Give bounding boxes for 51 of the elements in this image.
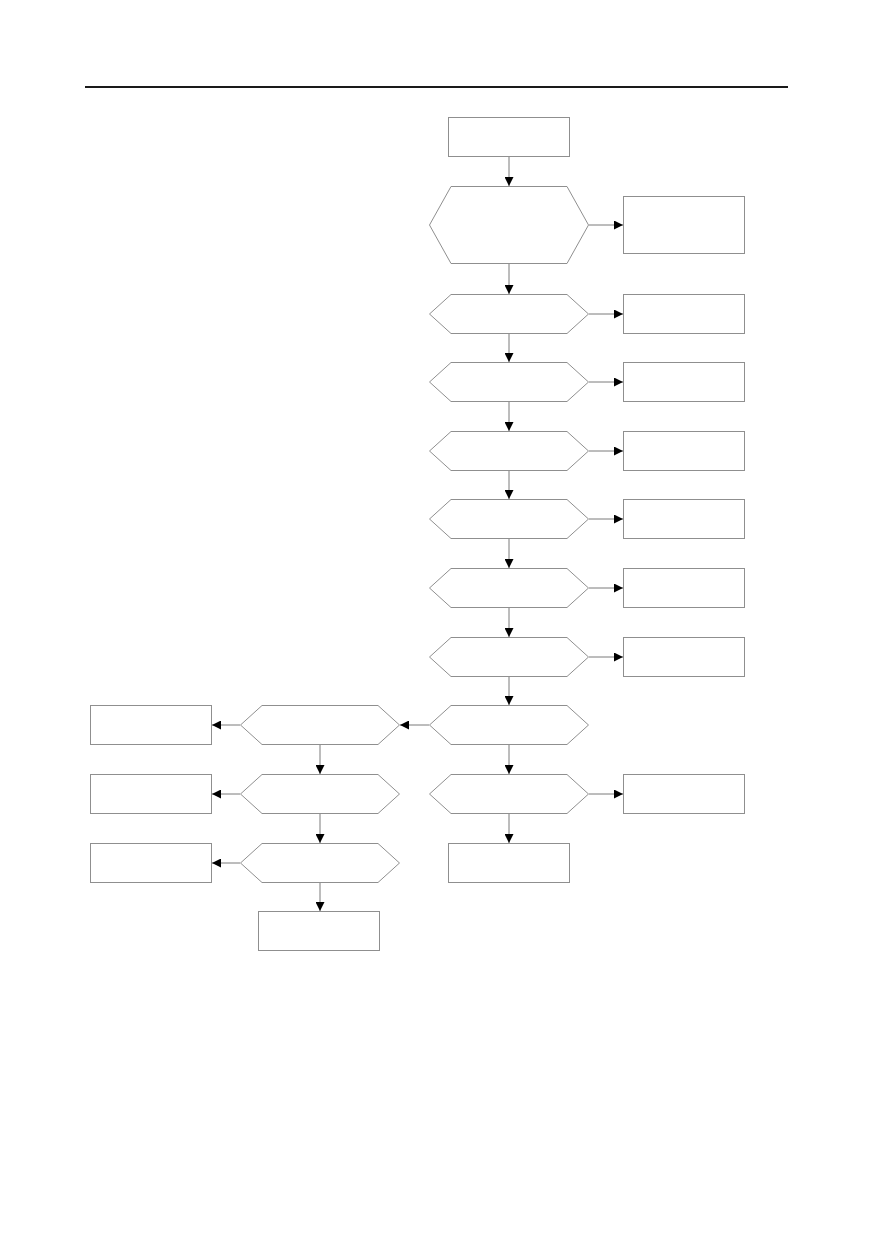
decision-hexagon bbox=[429, 705, 589, 745]
process-box bbox=[623, 431, 745, 471]
arrow bbox=[211, 720, 241, 730]
process-box bbox=[623, 568, 745, 608]
process-box bbox=[448, 843, 570, 883]
arrow bbox=[315, 813, 325, 844]
decision-hexagon bbox=[429, 774, 589, 814]
decision-hexagon bbox=[240, 705, 400, 745]
arrow bbox=[504, 401, 514, 432]
process-box bbox=[90, 843, 212, 883]
arrow bbox=[588, 652, 624, 662]
arrow bbox=[504, 263, 514, 295]
arrow bbox=[504, 333, 514, 363]
arrow bbox=[588, 514, 624, 524]
decision-hexagon bbox=[429, 499, 589, 539]
arrow bbox=[211, 858, 241, 868]
decision-hexagon bbox=[429, 431, 589, 471]
arrow bbox=[588, 583, 624, 593]
decision-hexagon bbox=[429, 568, 589, 608]
arrow bbox=[588, 220, 624, 230]
arrow bbox=[504, 676, 514, 706]
arrow bbox=[504, 744, 514, 775]
decision-hexagon bbox=[429, 362, 589, 402]
process-box bbox=[90, 705, 212, 745]
arrow bbox=[588, 377, 624, 387]
arrow bbox=[588, 446, 624, 456]
decision-hexagon bbox=[240, 843, 400, 883]
arrow bbox=[315, 882, 325, 912]
process-box bbox=[623, 294, 745, 334]
process-box bbox=[258, 911, 380, 951]
process-box bbox=[448, 117, 570, 157]
process-box bbox=[623, 362, 745, 402]
arrow bbox=[504, 156, 514, 187]
decision-hexagon bbox=[429, 186, 589, 264]
arrow bbox=[588, 309, 624, 319]
arrow bbox=[399, 720, 430, 730]
arrow bbox=[504, 607, 514, 638]
decision-hexagon bbox=[429, 637, 589, 677]
decision-hexagon bbox=[429, 294, 589, 334]
arrow bbox=[504, 813, 514, 844]
arrow bbox=[504, 538, 514, 569]
arrow bbox=[211, 789, 241, 799]
process-box bbox=[623, 499, 745, 539]
process-box bbox=[623, 196, 745, 254]
arrow bbox=[315, 744, 325, 775]
process-box bbox=[90, 774, 212, 814]
arrow bbox=[588, 789, 624, 799]
arrow bbox=[504, 470, 514, 500]
process-box bbox=[623, 637, 745, 677]
decision-hexagon bbox=[240, 774, 400, 814]
process-box bbox=[623, 774, 745, 814]
